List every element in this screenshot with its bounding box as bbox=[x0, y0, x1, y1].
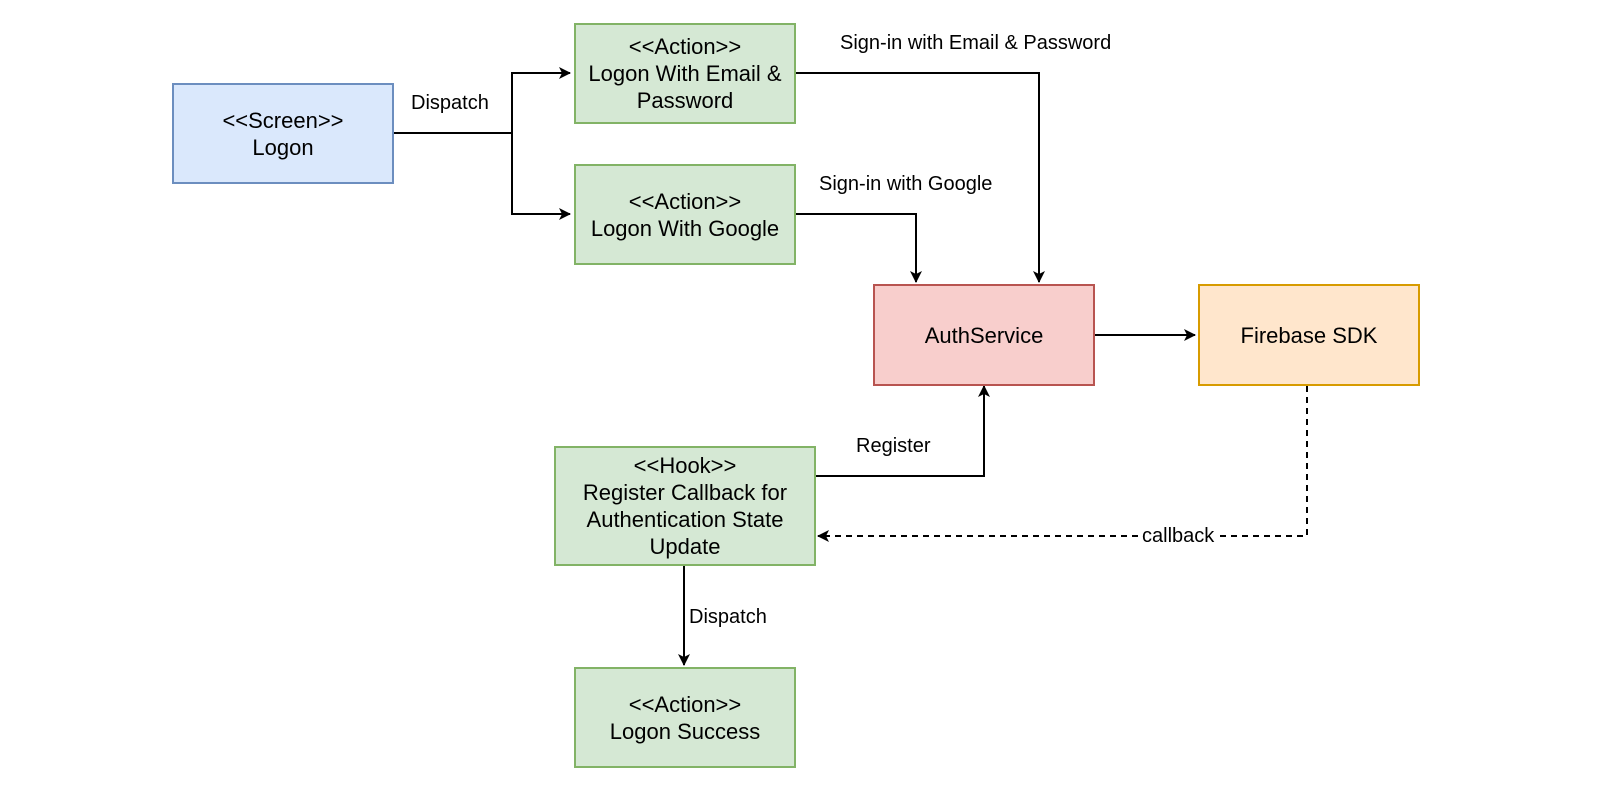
node-name: Logon bbox=[252, 134, 314, 160]
node-stereotype: <<Hook>> bbox=[633, 453, 737, 478]
node-name: Register Callback for Authentication Sta… bbox=[582, 480, 788, 559]
edge-google-to-authservice bbox=[796, 213, 922, 283]
edge-split-to-email bbox=[511, 67, 571, 133]
node-stereotype: <<Action>> bbox=[628, 691, 742, 717]
node-stereotype: <<Screen>> bbox=[222, 107, 344, 133]
node-name: Firebase SDK bbox=[1240, 322, 1378, 348]
node-stereotype: <<Action>> bbox=[628, 188, 742, 214]
edge-split-to-google bbox=[511, 133, 571, 220]
node-logon-success-action[interactable]: <<Action>> Logon Success bbox=[574, 667, 796, 768]
node-name: Logon With Google bbox=[590, 215, 780, 241]
label-dispatch-top: Dispatch bbox=[411, 92, 489, 114]
node-logon-screen[interactable]: <<Screen>> Logon bbox=[172, 83, 394, 184]
edge-hook-to-authservice bbox=[816, 385, 990, 477]
node-firebase-sdk[interactable]: Firebase SDK bbox=[1198, 284, 1420, 386]
node-name: Logon Success bbox=[609, 718, 761, 744]
label-dispatch-bottom: Dispatch bbox=[689, 606, 767, 628]
node-logon-email-action[interactable]: <<Action>> Logon With Email & Password bbox=[574, 23, 796, 124]
edge-email-to-authservice bbox=[796, 72, 1045, 283]
node-logon-google-action[interactable]: <<Action>> Logon With Google bbox=[574, 164, 796, 265]
edge-firebase-to-hook-callback bbox=[817, 386, 1308, 542]
label-callback: callback bbox=[1140, 524, 1217, 548]
label-signin-email: Sign-in with Email & Password bbox=[840, 32, 1112, 54]
node-name: Logon With Email & Password bbox=[588, 61, 782, 113]
label-signin-google: Sign-in with Google bbox=[819, 173, 993, 195]
node-stereotype: <<Action>> bbox=[628, 34, 742, 59]
label-register: Register bbox=[856, 435, 931, 457]
node-auth-service[interactable]: AuthService bbox=[873, 284, 1095, 386]
node-register-hook[interactable]: <<Hook>> Register Callback for Authentic… bbox=[554, 446, 816, 566]
node-name: AuthService bbox=[924, 322, 1044, 348]
